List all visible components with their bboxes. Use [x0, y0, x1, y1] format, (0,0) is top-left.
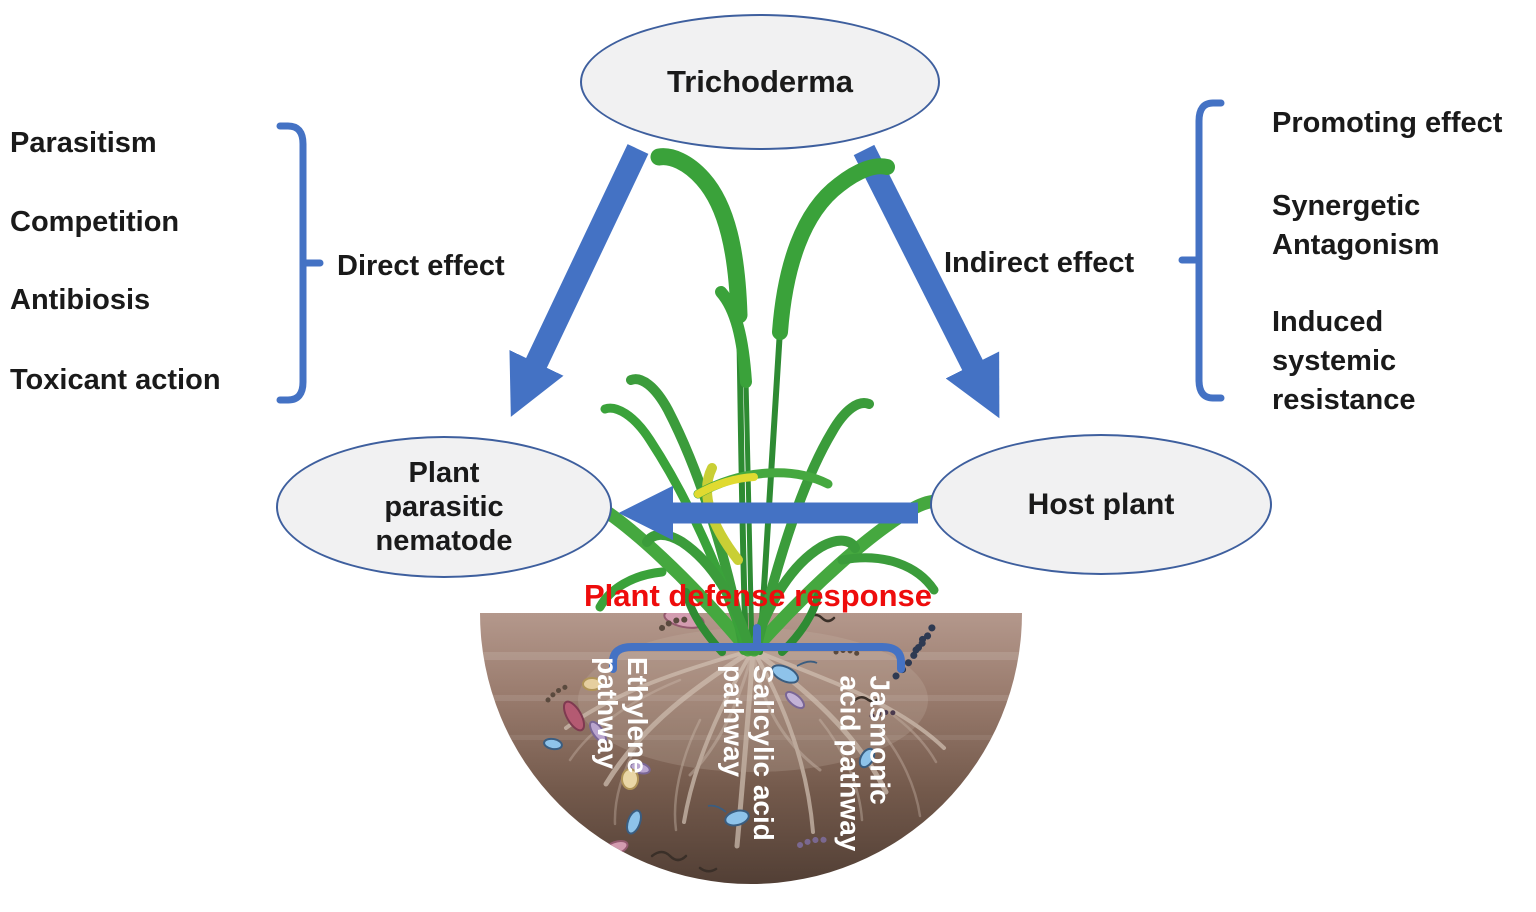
left-panel-item-competition: Competition	[10, 206, 180, 238]
ethylene-pathway-label: Ethylene pathway	[592, 657, 653, 774]
salicylic-acid-pathway-label: Salicylic acid pathway	[718, 665, 779, 841]
direct-effect-label: Direct effect	[337, 250, 505, 282]
plant-parasitic-nematode-node: Plant parasitic nematode	[276, 436, 612, 578]
left-panel-item-toxicant-action: Toxicant action	[10, 364, 221, 396]
right-panel-item-induced-systemic-resistance: Induced systemic resistance	[1272, 306, 1416, 416]
plant-defense-response-title: Plant defense response	[583, 578, 932, 613]
root-system	[564, 628, 946, 849]
host-plant-node: Host plant	[930, 434, 1272, 575]
right-panel-item-synergetic-antagonism: Synergetic Antagonism	[1272, 190, 1440, 261]
indirect-effect-arrow	[853, 144, 1000, 419]
soil-microbes	[543, 613, 938, 873]
trichoderma-node: Trichoderma	[580, 14, 940, 150]
left-panel-item-antibiosis: Antibiosis	[10, 284, 151, 316]
host-plant-label: Host plant	[1027, 487, 1175, 521]
nematode-label: Plant parasitic nematode	[375, 456, 513, 558]
trichoderma-label: Trichoderma	[666, 63, 854, 99]
right-panel-item-promoting-effect: Promoting effect	[1272, 107, 1503, 139]
indirect-effect-bracket	[1178, 99, 1225, 402]
soil-illustration	[480, 613, 1022, 884]
direct-effect-arrow	[509, 144, 649, 417]
left-panel-item-parasitism: Parasitism	[10, 127, 157, 159]
pathways-bracket	[609, 624, 905, 673]
jasmonic-acid-pathway-label: Jasmonic acid pathway	[834, 675, 896, 852]
direct-effect-bracket	[276, 122, 324, 404]
indirect-effect-label: Indirect effect	[944, 247, 1135, 279]
